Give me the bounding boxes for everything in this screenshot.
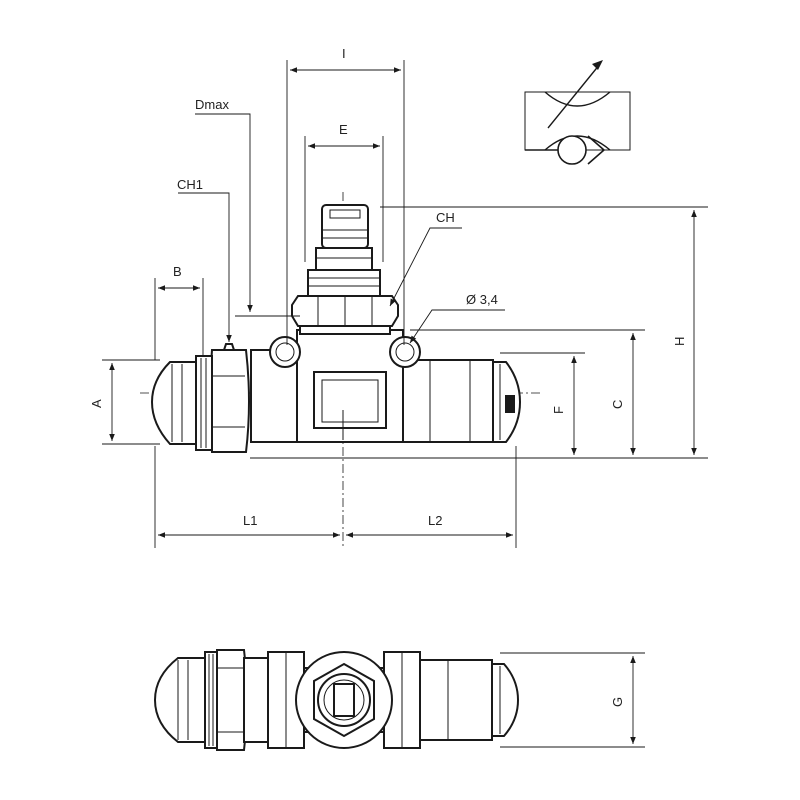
front-view [140, 192, 540, 548]
label-hole: Ø 3,4 [466, 292, 498, 307]
label-l2: L2 [428, 513, 442, 528]
label-c: C [610, 400, 625, 409]
label-b: B [173, 264, 182, 279]
label-g: G [610, 697, 625, 707]
label-dmax: Dmax [195, 97, 229, 112]
label-e: E [339, 122, 348, 137]
dimension-labels: I E Dmax CH1 CH B Ø 3,4 L1 L2 A F C H G [89, 46, 687, 707]
label-l1: L1 [243, 513, 257, 528]
label-f: F [551, 406, 566, 414]
label-i: I [342, 46, 346, 61]
label-a: A [89, 399, 104, 408]
label-ch1: CH1 [177, 177, 203, 192]
top-view [153, 649, 645, 751]
label-ch: CH [436, 210, 455, 225]
label-h: H [672, 337, 687, 346]
dimension-lines [102, 60, 708, 548]
flow-control-symbol [524, 60, 631, 165]
